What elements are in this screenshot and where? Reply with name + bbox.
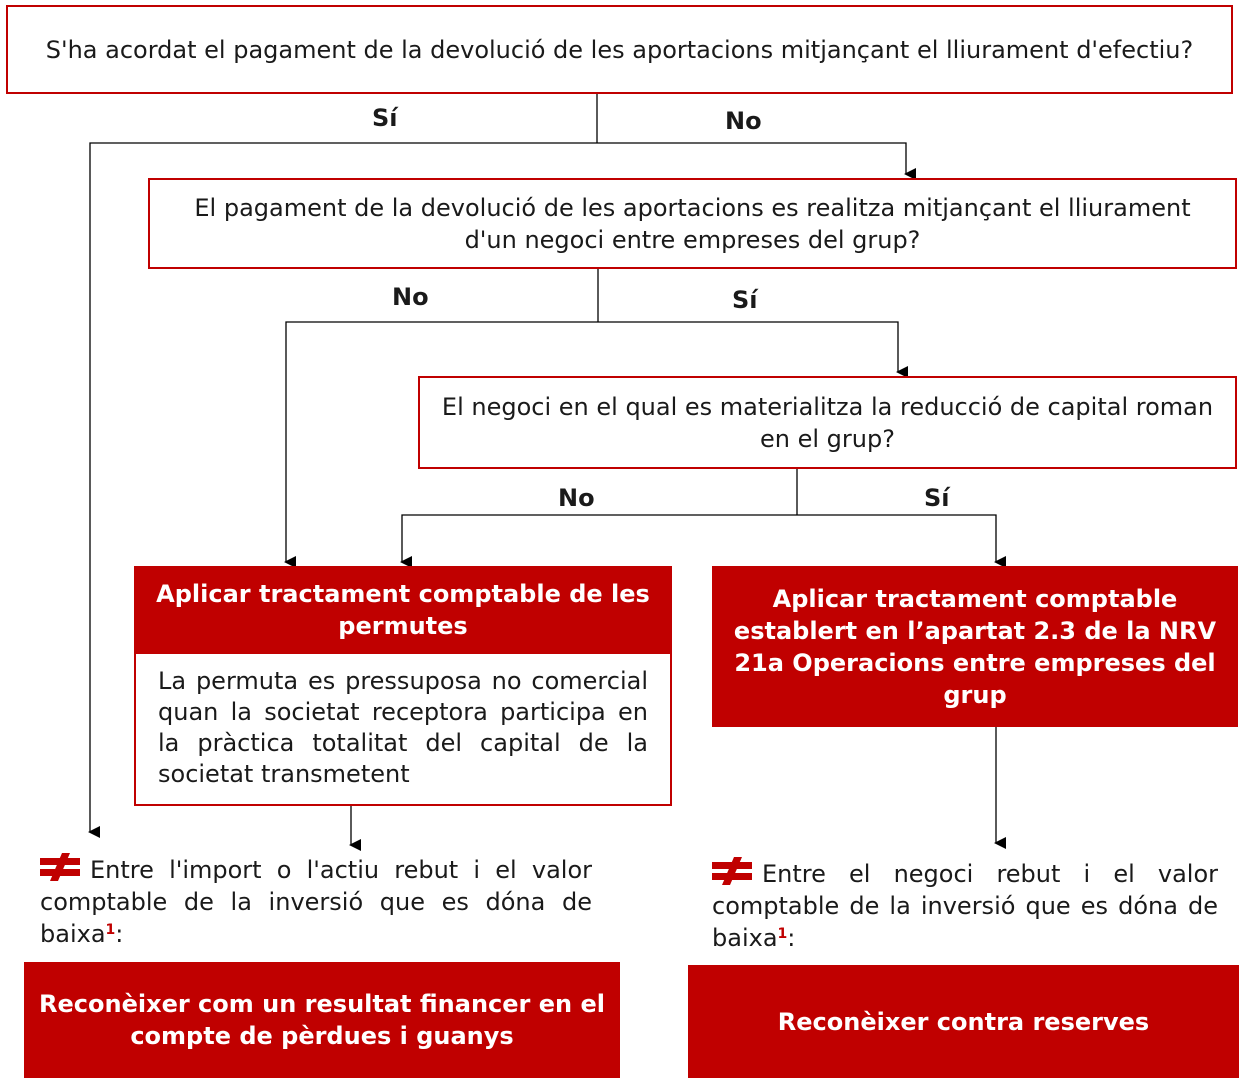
permutes-note-text: La permuta es pressuposa no comercial qu…	[158, 667, 648, 788]
right-difference-text: Entre el negoci rebut i el valor comptab…	[712, 857, 1218, 954]
label-q2-yes: Sí	[732, 286, 758, 314]
result-reserves-text: Reconèixer contra reserves	[777, 1007, 1150, 1036]
right-difference-suffix: :	[787, 924, 796, 952]
connector-q3-no	[400, 514, 797, 568]
permutes-treatment-box: Aplicar tractament comptable de les perm…	[134, 566, 672, 654]
nrv-treatment-box: Aplicar tractament comptable establert e…	[712, 566, 1238, 727]
question-group-business-text: El pagament de la devolució de les aport…	[194, 193, 1191, 254]
question-group-business: El pagament de la devolució de les aport…	[148, 178, 1237, 269]
connector-q2-yes	[598, 321, 908, 378]
result-reserves-box: Reconèixer contra reserves	[688, 965, 1239, 1078]
label-q3-yes: Sí	[924, 484, 950, 512]
question-cash-payment: S'ha acordat el pagament de la devolució…	[6, 5, 1233, 94]
footnote-ref: 1	[777, 926, 788, 942]
permutes-note: La permuta es pressuposa no comercial qu…	[134, 654, 672, 806]
permutes-treatment-title: Aplicar tractament comptable de les perm…	[156, 580, 650, 640]
question-remains-in-group-text: El negoci en el qual es materialitza la …	[441, 392, 1214, 453]
result-financial-text: Reconèixer com un resultat financer en e…	[39, 990, 605, 1050]
footnote-ref: 1	[105, 922, 116, 938]
connector-q1-no	[597, 142, 916, 180]
label-q1-no: No	[725, 107, 762, 135]
not-equal-icon	[40, 853, 80, 881]
result-financial-box: Reconèixer com un resultat financer en e…	[24, 962, 620, 1078]
question-remains-in-group: El negoci en el qual es materialitza la …	[418, 376, 1237, 469]
left-difference-body: Entre l'import o l'actiu rebut i el valo…	[40, 856, 592, 948]
label-q3-no: No	[558, 484, 595, 512]
connector-q3-yes	[797, 514, 1006, 568]
left-difference-text: Entre l'import o l'actiu rebut i el valo…	[40, 853, 592, 950]
label-q2-no: No	[392, 283, 429, 311]
label-q1-yes: Sí	[372, 104, 398, 132]
not-equal-icon	[712, 857, 752, 885]
right-difference-body: Entre el negoci rebut i el valor comptab…	[712, 860, 1218, 952]
question-cash-payment-text: S'ha acordat el pagament de la devolució…	[45, 35, 1194, 64]
nrv-treatment-title: Aplicar tractament comptable establert e…	[733, 584, 1217, 709]
connector-q1-yes	[88, 142, 597, 838]
connector-q2-no	[284, 321, 598, 568]
left-difference-suffix: :	[115, 920, 124, 948]
